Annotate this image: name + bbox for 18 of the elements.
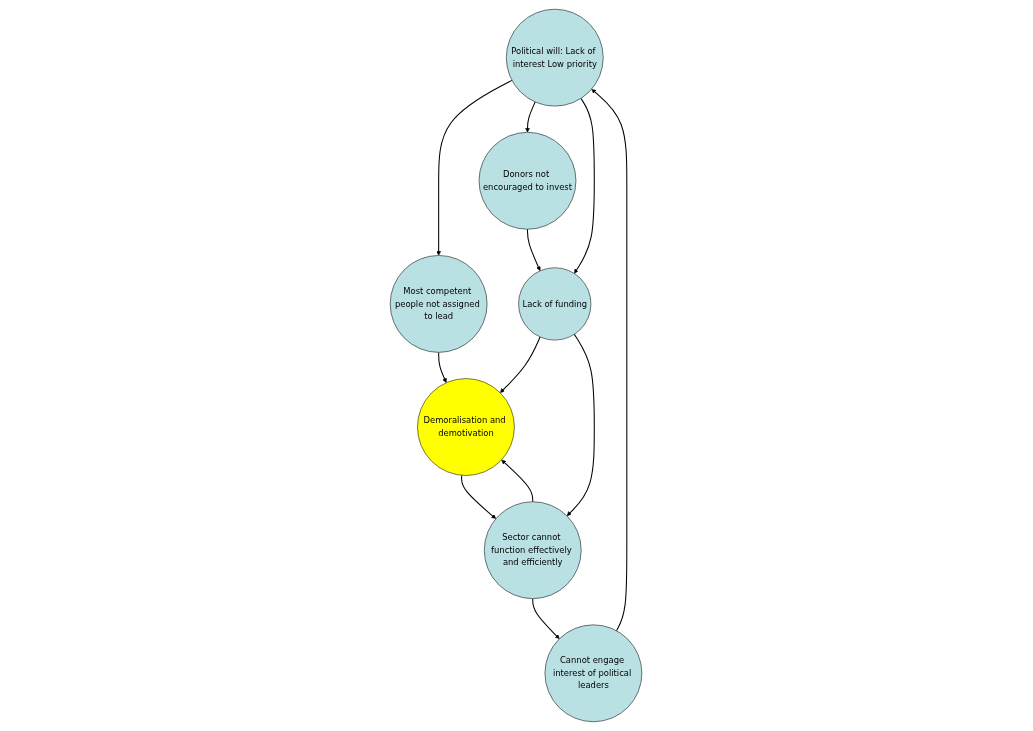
arrow: [501, 459, 534, 503]
arrow: [574, 97, 596, 274]
arrow: [461, 474, 497, 519]
arrow: [525, 101, 537, 133]
node-circle: Political will: Lack of interest Low priority: [506, 8, 604, 107]
arrow: [532, 598, 561, 639]
arrow: [500, 336, 542, 393]
node-circle: Sector cannot function effectively and efficiently: [484, 501, 582, 599]
node-circle: Demoralisation and demotivation: [417, 378, 516, 476]
node-circle: Donors not encouraged to invest: [479, 132, 577, 230]
node-circle: Cannot engage interest of political leaders: [545, 624, 643, 723]
arrow: [436, 79, 513, 256]
node-circle: Lack of funding: [518, 267, 592, 341]
arrow: [438, 351, 448, 383]
arrow: [567, 333, 596, 517]
arrow: [591, 88, 628, 632]
arrow: [527, 228, 541, 272]
node-circle: Most competent people not assigned to lead: [390, 255, 488, 353]
